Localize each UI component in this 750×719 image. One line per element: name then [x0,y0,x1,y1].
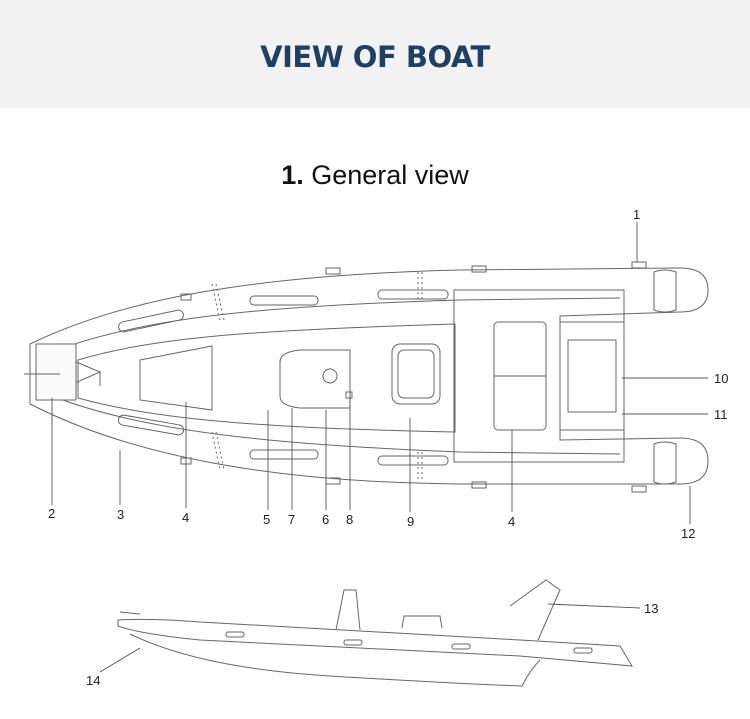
callout-6: 6 [322,512,329,527]
console [279,349,351,409]
callout-8: 8 [346,512,353,527]
tube-end-bottom [653,441,677,485]
callout-7: 7 [288,512,295,527]
seat [391,343,441,405]
side-handles [225,631,593,654]
callout-4b: 4 [508,514,515,529]
callout-4a: 4 [182,510,189,525]
section-title: General view [311,160,469,190]
callout-5: 5 [263,512,270,527]
transom-box [559,321,625,431]
callout-1: 1 [633,207,640,222]
callout-11: 11 [714,407,728,422]
callout-labels: 1 2 3 4 5 7 6 8 9 4 10 11 12 13 14 [48,207,728,688]
header-banner: VIEW OF BOAT [0,0,750,108]
hull-outline [29,267,709,485]
side-console [335,589,361,631]
page-title: VIEW OF BOAT [260,40,490,74]
side-hull [129,633,541,687]
side-tube [117,618,633,667]
bow-rail [119,611,141,615]
bow-locker [35,343,77,401]
tube-inner-line [51,297,621,455]
d-rings [180,261,647,493]
callout-12: 12 [681,526,695,541]
boat-top-view [24,261,709,493]
tube-end-top [653,269,677,313]
grab-handles [117,289,449,466]
bow-deck-hatch [139,345,213,411]
callout-3: 3 [117,507,124,522]
side-leader-lines [99,603,641,673]
fuel-tank-hatch [567,339,617,413]
boat-side-view [117,579,633,687]
callout-10: 10 [714,371,728,386]
console-gauge [345,391,353,399]
callout-13: 13 [644,601,658,616]
deck-outline [77,323,456,433]
callout-9: 9 [407,514,414,529]
callout-14: 14 [86,673,100,688]
leader-lines [51,222,708,524]
callout-2: 2 [48,506,55,521]
steering-wheel [322,368,338,384]
section-heading: 1. General view [0,160,750,191]
side-tower [509,579,561,641]
tube-seams [211,272,423,482]
section-number: 1. [281,160,304,190]
side-seat [401,615,443,629]
seat-cushion [397,349,435,399]
